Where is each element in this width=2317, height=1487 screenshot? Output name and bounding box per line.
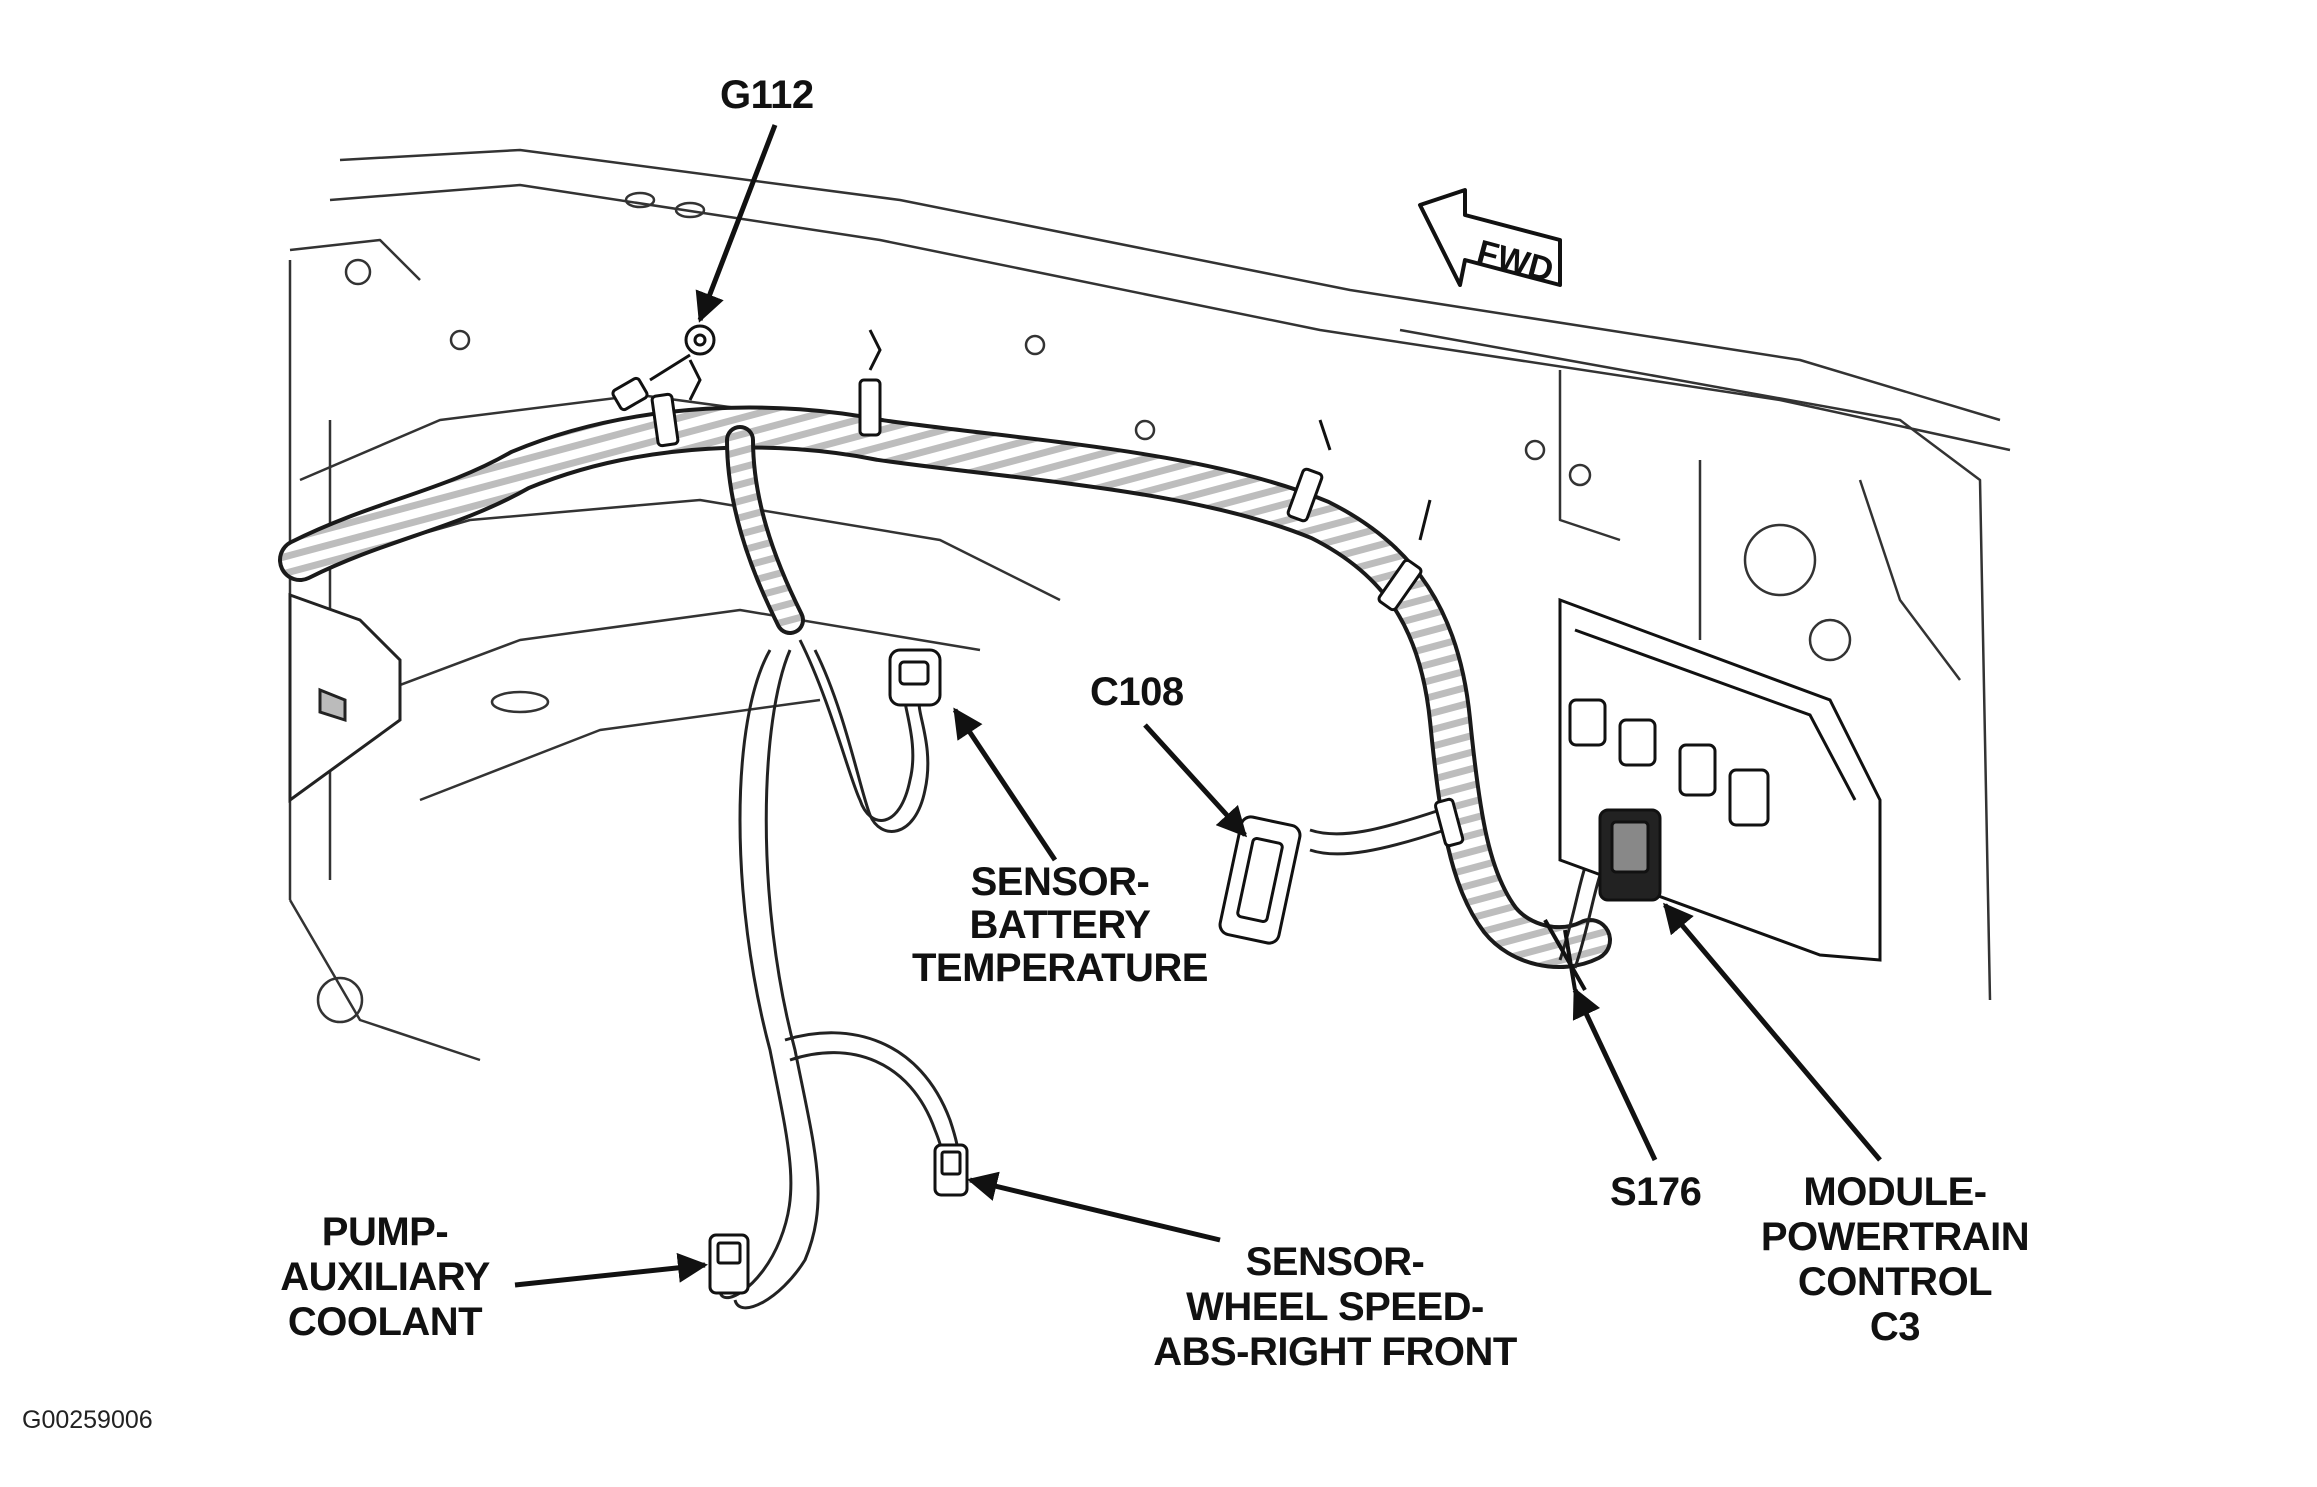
pcm-module xyxy=(1558,597,1882,962)
wheel-speed-connector xyxy=(933,1143,969,1197)
c108-label: C108 xyxy=(1090,670,1184,714)
arrow-pcm xyxy=(1663,902,1882,1162)
aux-coolant-line-1: PUMP- xyxy=(322,1210,448,1254)
s176-splice-mark xyxy=(1543,919,1587,991)
arrow-s176 xyxy=(1572,987,1658,1162)
arrow-wheel-speed xyxy=(967,1171,1221,1243)
arrow-battery-temp xyxy=(952,707,1058,862)
g112-label: G112 xyxy=(720,73,814,117)
g112-ground-terminal xyxy=(611,324,716,412)
c108-connector xyxy=(1218,815,1302,945)
main-harness xyxy=(278,405,1612,969)
pcm-line-2: POWERTRAIN xyxy=(1761,1215,2029,1259)
pcm-line-3: CONTROL xyxy=(1798,1260,1992,1304)
figure-id: G00259006 xyxy=(22,1406,153,1434)
callout-arrows xyxy=(514,124,1882,1288)
wheel-speed-line-2: WHEEL SPEED- xyxy=(1186,1285,1484,1329)
arrow-aux-coolant xyxy=(514,1252,708,1288)
arrow-c108 xyxy=(1143,723,1248,838)
left-bracket xyxy=(288,592,402,803)
wheel-speed-line-3: ABS-RIGHT FRONT xyxy=(1153,1330,1517,1374)
pcm-line-1: MODULE- xyxy=(1803,1170,1986,1214)
battery-temp-line-3: TEMPERATURE xyxy=(912,946,1208,990)
pcm-label: MODULE- POWERTRAIN CONTROL C3 xyxy=(1761,1170,2030,1349)
aux-coolant-label: PUMP- AUXILIARY COOLANT xyxy=(280,1210,491,1344)
pcm-line-4: C3 xyxy=(1870,1305,1920,1349)
s176-label: S176 xyxy=(1610,1170,1701,1214)
battery-temp-line-1: SENSOR- xyxy=(971,860,1150,904)
battery-temp-line-2: BATTERY xyxy=(970,903,1152,947)
harness-clips xyxy=(650,329,1465,848)
aux-coolant-line-3: COOLANT xyxy=(288,1300,482,1344)
body-structure xyxy=(288,148,2011,1062)
wheel-speed-label: SENSOR- WHEEL SPEED- ABS-RIGHT FRONT xyxy=(1153,1240,1517,1374)
wheel-speed-line-1: SENSOR- xyxy=(1246,1240,1425,1284)
battery-temp-connector xyxy=(888,648,942,707)
fwd-arrow-icon: FWD xyxy=(1418,188,1562,290)
arrow-g112 xyxy=(695,124,778,323)
battery-temp-label: SENSOR- BATTERY TEMPERATURE xyxy=(912,860,1208,990)
aux-coolant-connector xyxy=(708,1233,750,1295)
aux-coolant-line-2: AUXILIARY xyxy=(280,1255,490,1299)
